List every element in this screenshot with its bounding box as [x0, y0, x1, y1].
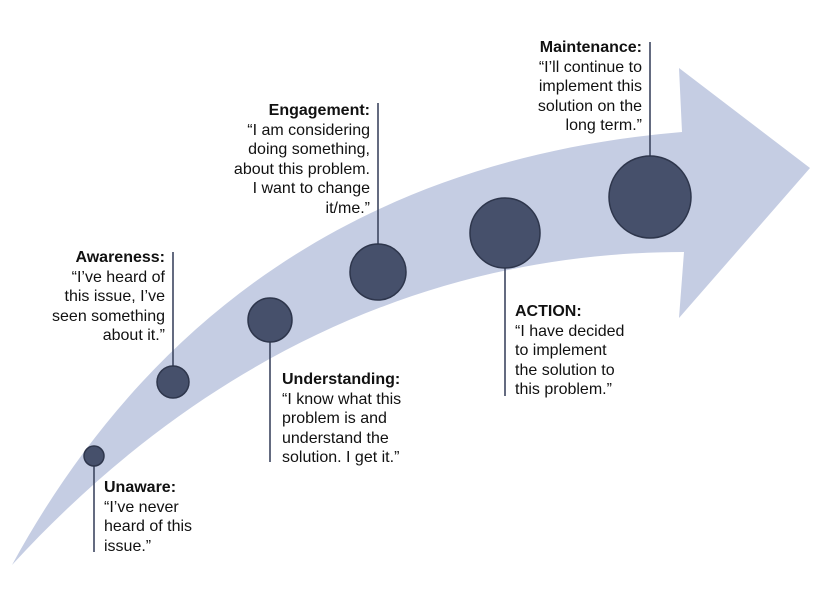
label-understanding: Understanding: “I know what this problem… [282, 370, 401, 468]
stage-quote: “I’ll continue to implement this solutio… [537, 58, 642, 135]
label-action: ACTION: “I have decided to implement the… [515, 302, 624, 400]
stage-title: Engagement: [268, 102, 370, 119]
stage-quote: “I have decided to implement the solutio… [515, 322, 625, 399]
node-awareness [156, 365, 190, 399]
stage-quote: “I’ve heard of this issue, I’ve seen som… [52, 268, 165, 345]
label-maintenance: Maintenance: “I’ll continue to implement… [500, 38, 642, 136]
label-unaware: Unaware: “I’ve never heard of this issue… [104, 478, 192, 556]
label-engagement: Engagement: “I am considering doing some… [200, 101, 370, 218]
stage-quote: “I am considering doing something, about… [233, 121, 370, 217]
node-understanding [247, 297, 293, 343]
stage-title: Awareness: [75, 249, 165, 266]
stage-title: Maintenance: [539, 39, 642, 56]
node-action [469, 197, 541, 269]
node-maintenance [608, 155, 692, 239]
stage-title: ACTION: [515, 303, 582, 320]
node-engagement [349, 243, 407, 301]
node-unaware [83, 445, 105, 467]
stage-quote: “I’ve never heard of this issue.” [104, 498, 193, 555]
label-awareness: Awareness: “I’ve heard of this issue, I’… [20, 248, 165, 346]
stage-title: Unaware: [104, 479, 177, 496]
stage-title: Understanding: [282, 371, 401, 388]
stage-quote: “I know what this problem is and underst… [282, 390, 402, 467]
